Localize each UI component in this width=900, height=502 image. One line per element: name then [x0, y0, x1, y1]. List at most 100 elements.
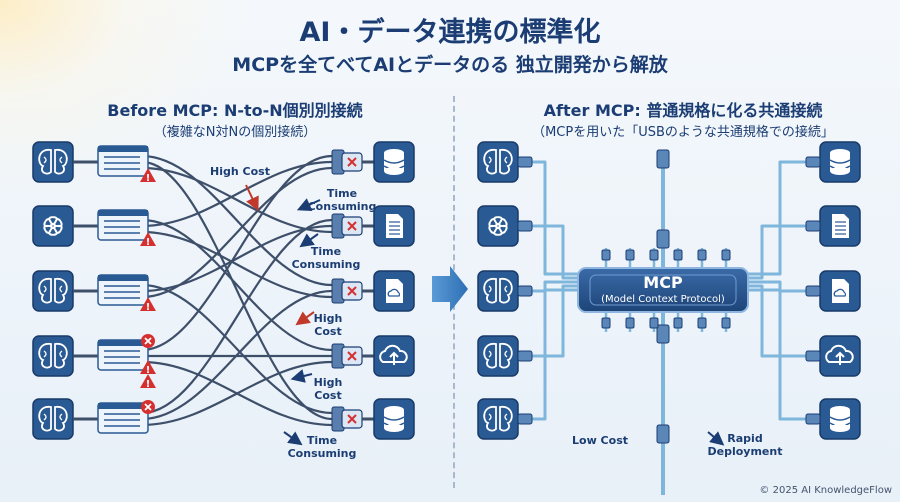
callout-text: High Cost [210, 165, 270, 178]
api-panel [97, 339, 149, 371]
brain-icon [483, 406, 513, 432]
hub-port [601, 312, 611, 332]
svg-text:!: ! [146, 302, 151, 313]
database-icon [829, 149, 851, 175]
warning-icon: ! [140, 297, 156, 313]
hub-port [649, 312, 659, 332]
standard-cable [748, 224, 820, 280]
usb-plug [805, 285, 821, 297]
tangled-cable [141, 360, 333, 427]
standard-cable [518, 160, 578, 276]
node-tile-left-data-4 [373, 335, 415, 377]
callout-text: Deployment [708, 445, 783, 458]
api-panel [97, 145, 149, 177]
tangled-cable [141, 166, 333, 299]
node-tile-right-data-3 [819, 270, 861, 312]
hub-port [601, 248, 611, 268]
callout-label: High Cost [210, 165, 270, 212]
database-icon [829, 406, 851, 432]
after-heading: After MCP: 普通規格に化る共通接続 [543, 101, 823, 120]
callout-text: High [314, 376, 343, 389]
warning-icon: ! [140, 360, 156, 376]
connector-plug [331, 149, 363, 175]
mcp-hub-title: MCP [643, 273, 683, 292]
cloud-file-icon [832, 279, 849, 303]
tangled-cable [141, 230, 333, 299]
node-tile-right-ai-1 [477, 141, 519, 183]
api-panel [97, 274, 149, 306]
standard-cable [748, 284, 820, 358]
page-subtitle: MCPを全てべてAIとデータのる 独立開発から解放 [232, 54, 668, 76]
hub-port [697, 248, 707, 268]
svg-text:!: ! [146, 173, 151, 184]
database-icon [383, 406, 405, 432]
standard-cable [748, 288, 820, 421]
callout-text: Consuming [308, 200, 377, 213]
usb-plug [656, 149, 670, 169]
connector-plug [331, 343, 363, 369]
node-tile-left-ai-4 [32, 335, 74, 377]
callout-text: Time [327, 187, 357, 200]
hub-port [697, 312, 707, 332]
brain-icon [483, 278, 513, 304]
callout-arrow [299, 233, 319, 248]
hub-port [673, 248, 683, 268]
warning-icon: ! [140, 232, 156, 248]
node-tile-left-data-1 [373, 141, 415, 183]
node-tile-left-ai-1 [32, 141, 74, 183]
callout-arrow [296, 198, 321, 211]
node-tile-left-data-5 [373, 398, 415, 440]
node-tile-left-data-2 [373, 205, 415, 247]
mcp-hub: MCP (Model Context Protocol) [577, 267, 749, 313]
tangled-cable [141, 154, 333, 287]
error-icon [141, 334, 155, 348]
connector-plug [331, 406, 363, 432]
before-subheading: （複雑なN対Nの個別接続） [153, 125, 317, 140]
tangled-cable [141, 218, 333, 352]
warning-icon: ! [140, 374, 156, 390]
node-tile-right-data-5 [819, 398, 861, 440]
api-panel [97, 402, 149, 434]
callout-text: Consuming [292, 258, 361, 271]
usb-plug [805, 156, 821, 168]
usb-plug [805, 413, 821, 425]
before-nodes: !!!!! [32, 141, 415, 440]
callout-arrow [295, 311, 315, 326]
brain-icon [483, 343, 513, 369]
document-icon [386, 214, 403, 238]
node-tile-right-data-2 [819, 205, 861, 247]
svg-text:!: ! [146, 237, 151, 248]
cloud-upload-icon [379, 344, 408, 365]
hub-port [625, 248, 635, 268]
node-tile-left-ai-2 [32, 205, 74, 247]
node-tile-left-data-3 [373, 270, 415, 312]
api-panel [97, 209, 149, 241]
brain-icon [38, 406, 68, 432]
after-nodes [477, 141, 861, 444]
brain-icon [38, 149, 68, 175]
callout-arrow [290, 369, 313, 383]
node-tile-right-ai-5 [477, 398, 519, 440]
node-tile-right-ai-4 [477, 335, 519, 377]
callout-text: Time [311, 245, 341, 258]
callout-text: Consuming [288, 447, 357, 460]
document-icon [832, 214, 849, 238]
callout-text: Low Cost [572, 434, 628, 447]
brain-icon [38, 343, 68, 369]
callout-text: Rapid [727, 432, 762, 445]
svg-text:!: ! [146, 365, 151, 376]
callout-text: Cost [314, 389, 341, 402]
usb-plug [656, 229, 670, 249]
hub-port [649, 248, 659, 268]
standard-cable [518, 284, 578, 358]
mcp-hub-subtitle: (Model Context Protocol) [601, 294, 725, 305]
callout-text: Cost [314, 325, 341, 338]
usb-plug [517, 413, 533, 425]
transition-arrow [432, 266, 468, 312]
